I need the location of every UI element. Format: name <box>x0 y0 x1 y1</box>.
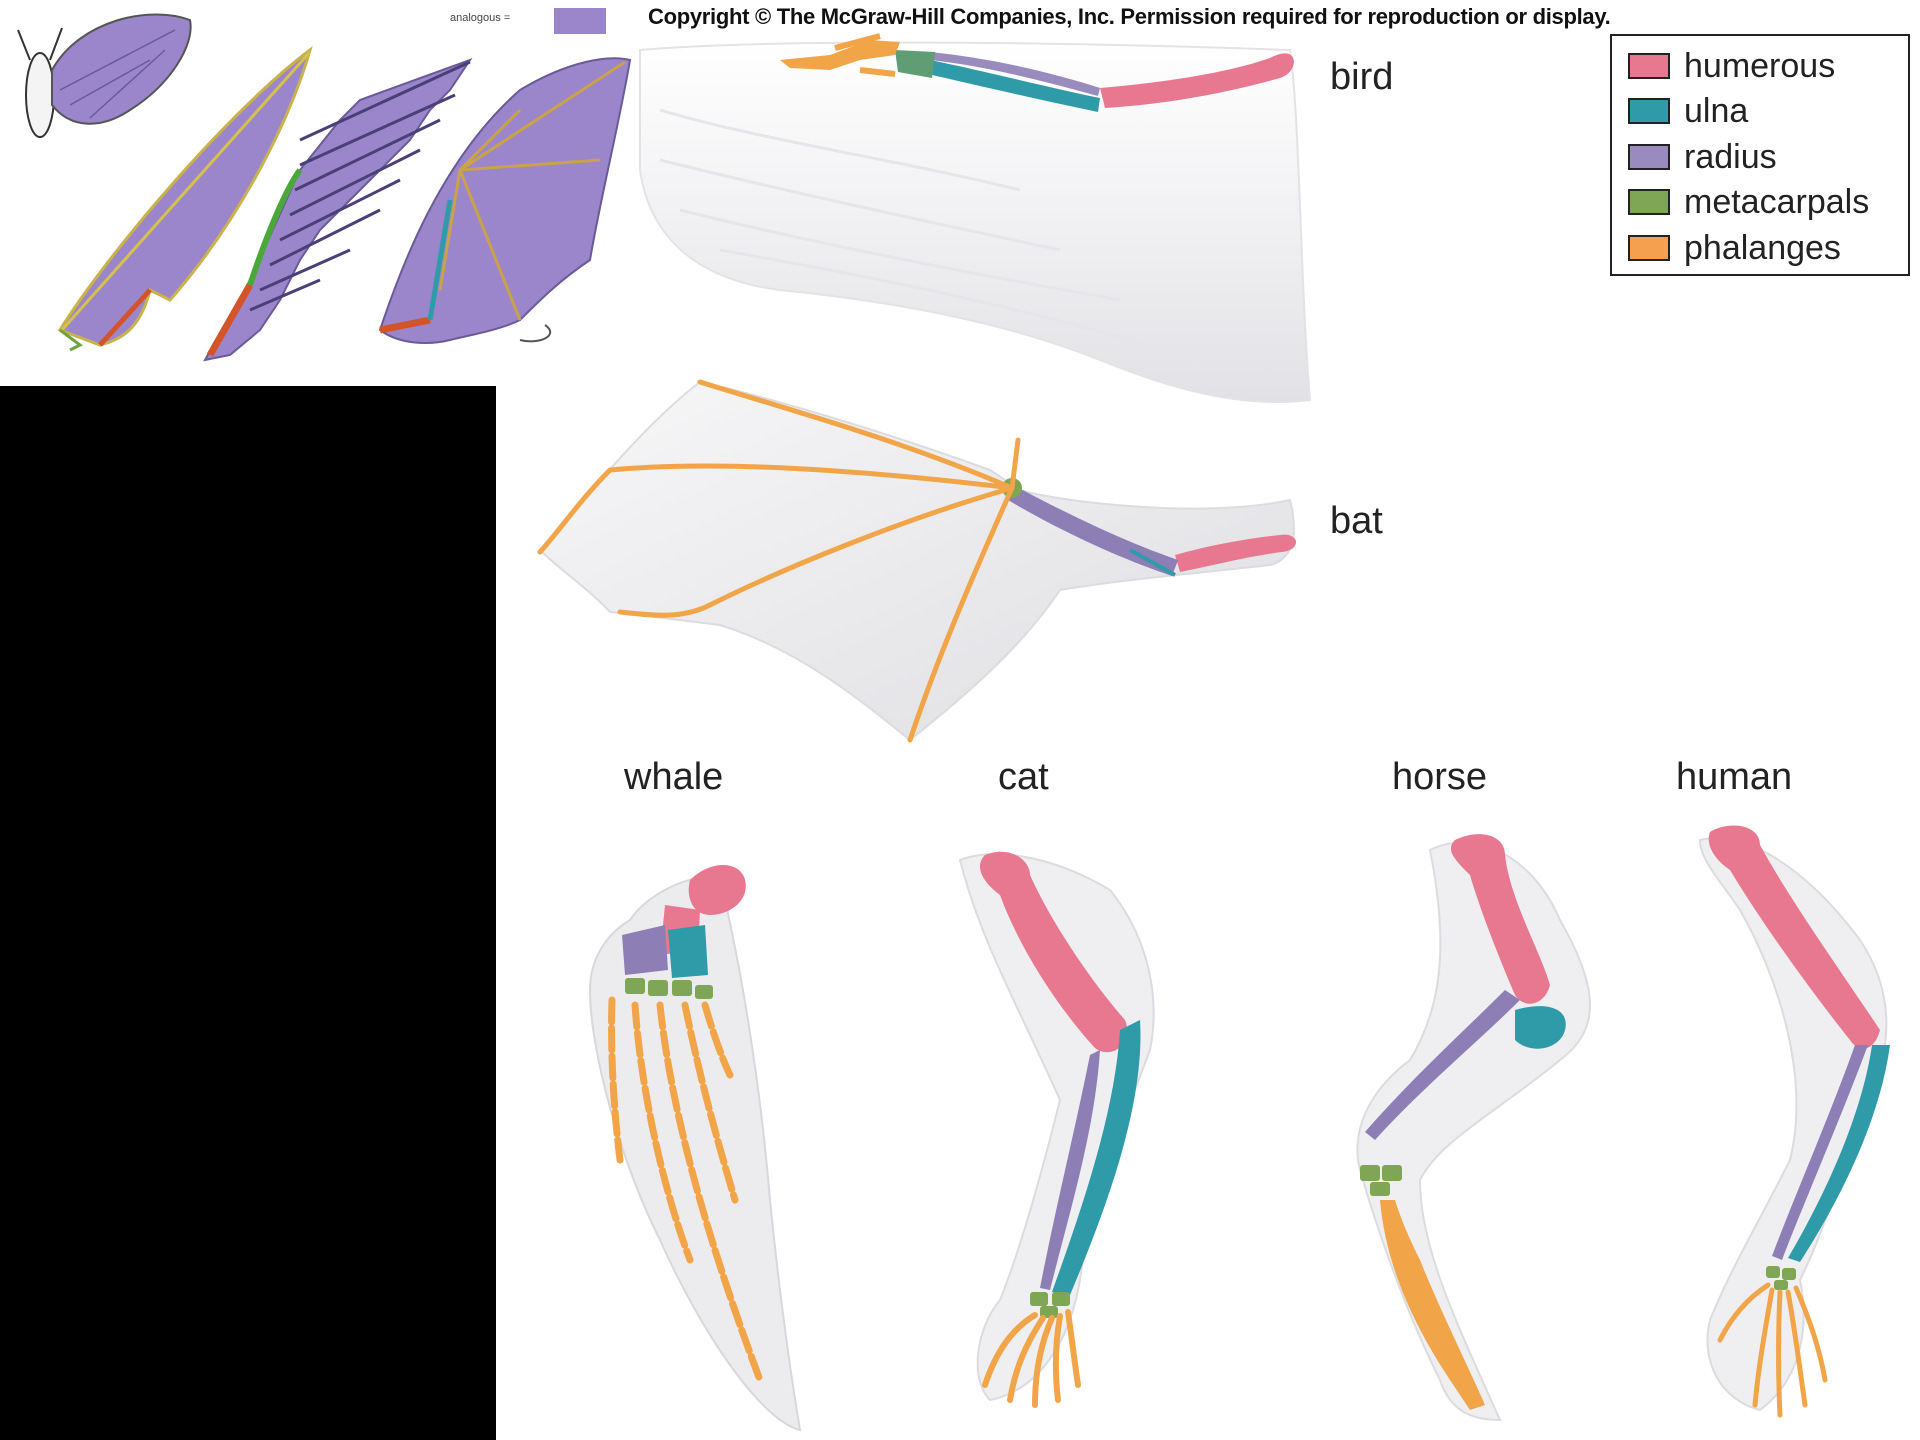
legend-label: metacarpals <box>1684 183 1869 222</box>
label-horse: horse <box>1392 756 1487 799</box>
bat-wing-diagram <box>540 382 1296 740</box>
legend-label: humerous <box>1684 47 1835 86</box>
label-bat: bat <box>1330 500 1383 543</box>
bone-color-legend: humerous ulna radius metacarpals phalang… <box>1610 34 1910 276</box>
copyright-notice: Copyright © The McGraw-Hill Companies, I… <box>648 4 1610 30</box>
legend-label: radius <box>1684 138 1777 177</box>
whale-flipper-diagram <box>590 865 800 1430</box>
legend-label: ulna <box>1684 92 1748 131</box>
legend-item-humerous: humerous <box>1628 46 1835 86</box>
bird-wing-diagram <box>640 36 1310 402</box>
legend-swatch <box>1628 235 1670 261</box>
label-human: human <box>1676 756 1792 799</box>
legend-item-phalanges: phalanges <box>1628 228 1841 268</box>
legend-swatch <box>1628 53 1670 79</box>
analogous-color-swatch <box>554 8 606 34</box>
legend-label: phalanges <box>1684 229 1841 268</box>
legend-swatch <box>1628 189 1670 215</box>
cat-forelimb-diagram <box>960 852 1154 1405</box>
legend-item-metacarpals: metacarpals <box>1628 182 1869 222</box>
label-bird: bird <box>1330 56 1393 99</box>
analogous-label: analogous = <box>450 12 510 24</box>
human-arm-diagram <box>1700 826 1890 1415</box>
legend-item-ulna: ulna <box>1628 91 1748 131</box>
insect-wing-drawing <box>18 14 191 137</box>
label-cat: cat <box>998 756 1049 799</box>
analogous-structures-figure <box>18 14 630 360</box>
legend-swatch <box>1628 98 1670 124</box>
black-blocked-region <box>0 386 496 1440</box>
legend-swatch <box>1628 144 1670 170</box>
horse-forelimb-diagram <box>1357 834 1590 1420</box>
legend-item-radius: radius <box>1628 137 1777 177</box>
label-whale: whale <box>624 756 723 799</box>
